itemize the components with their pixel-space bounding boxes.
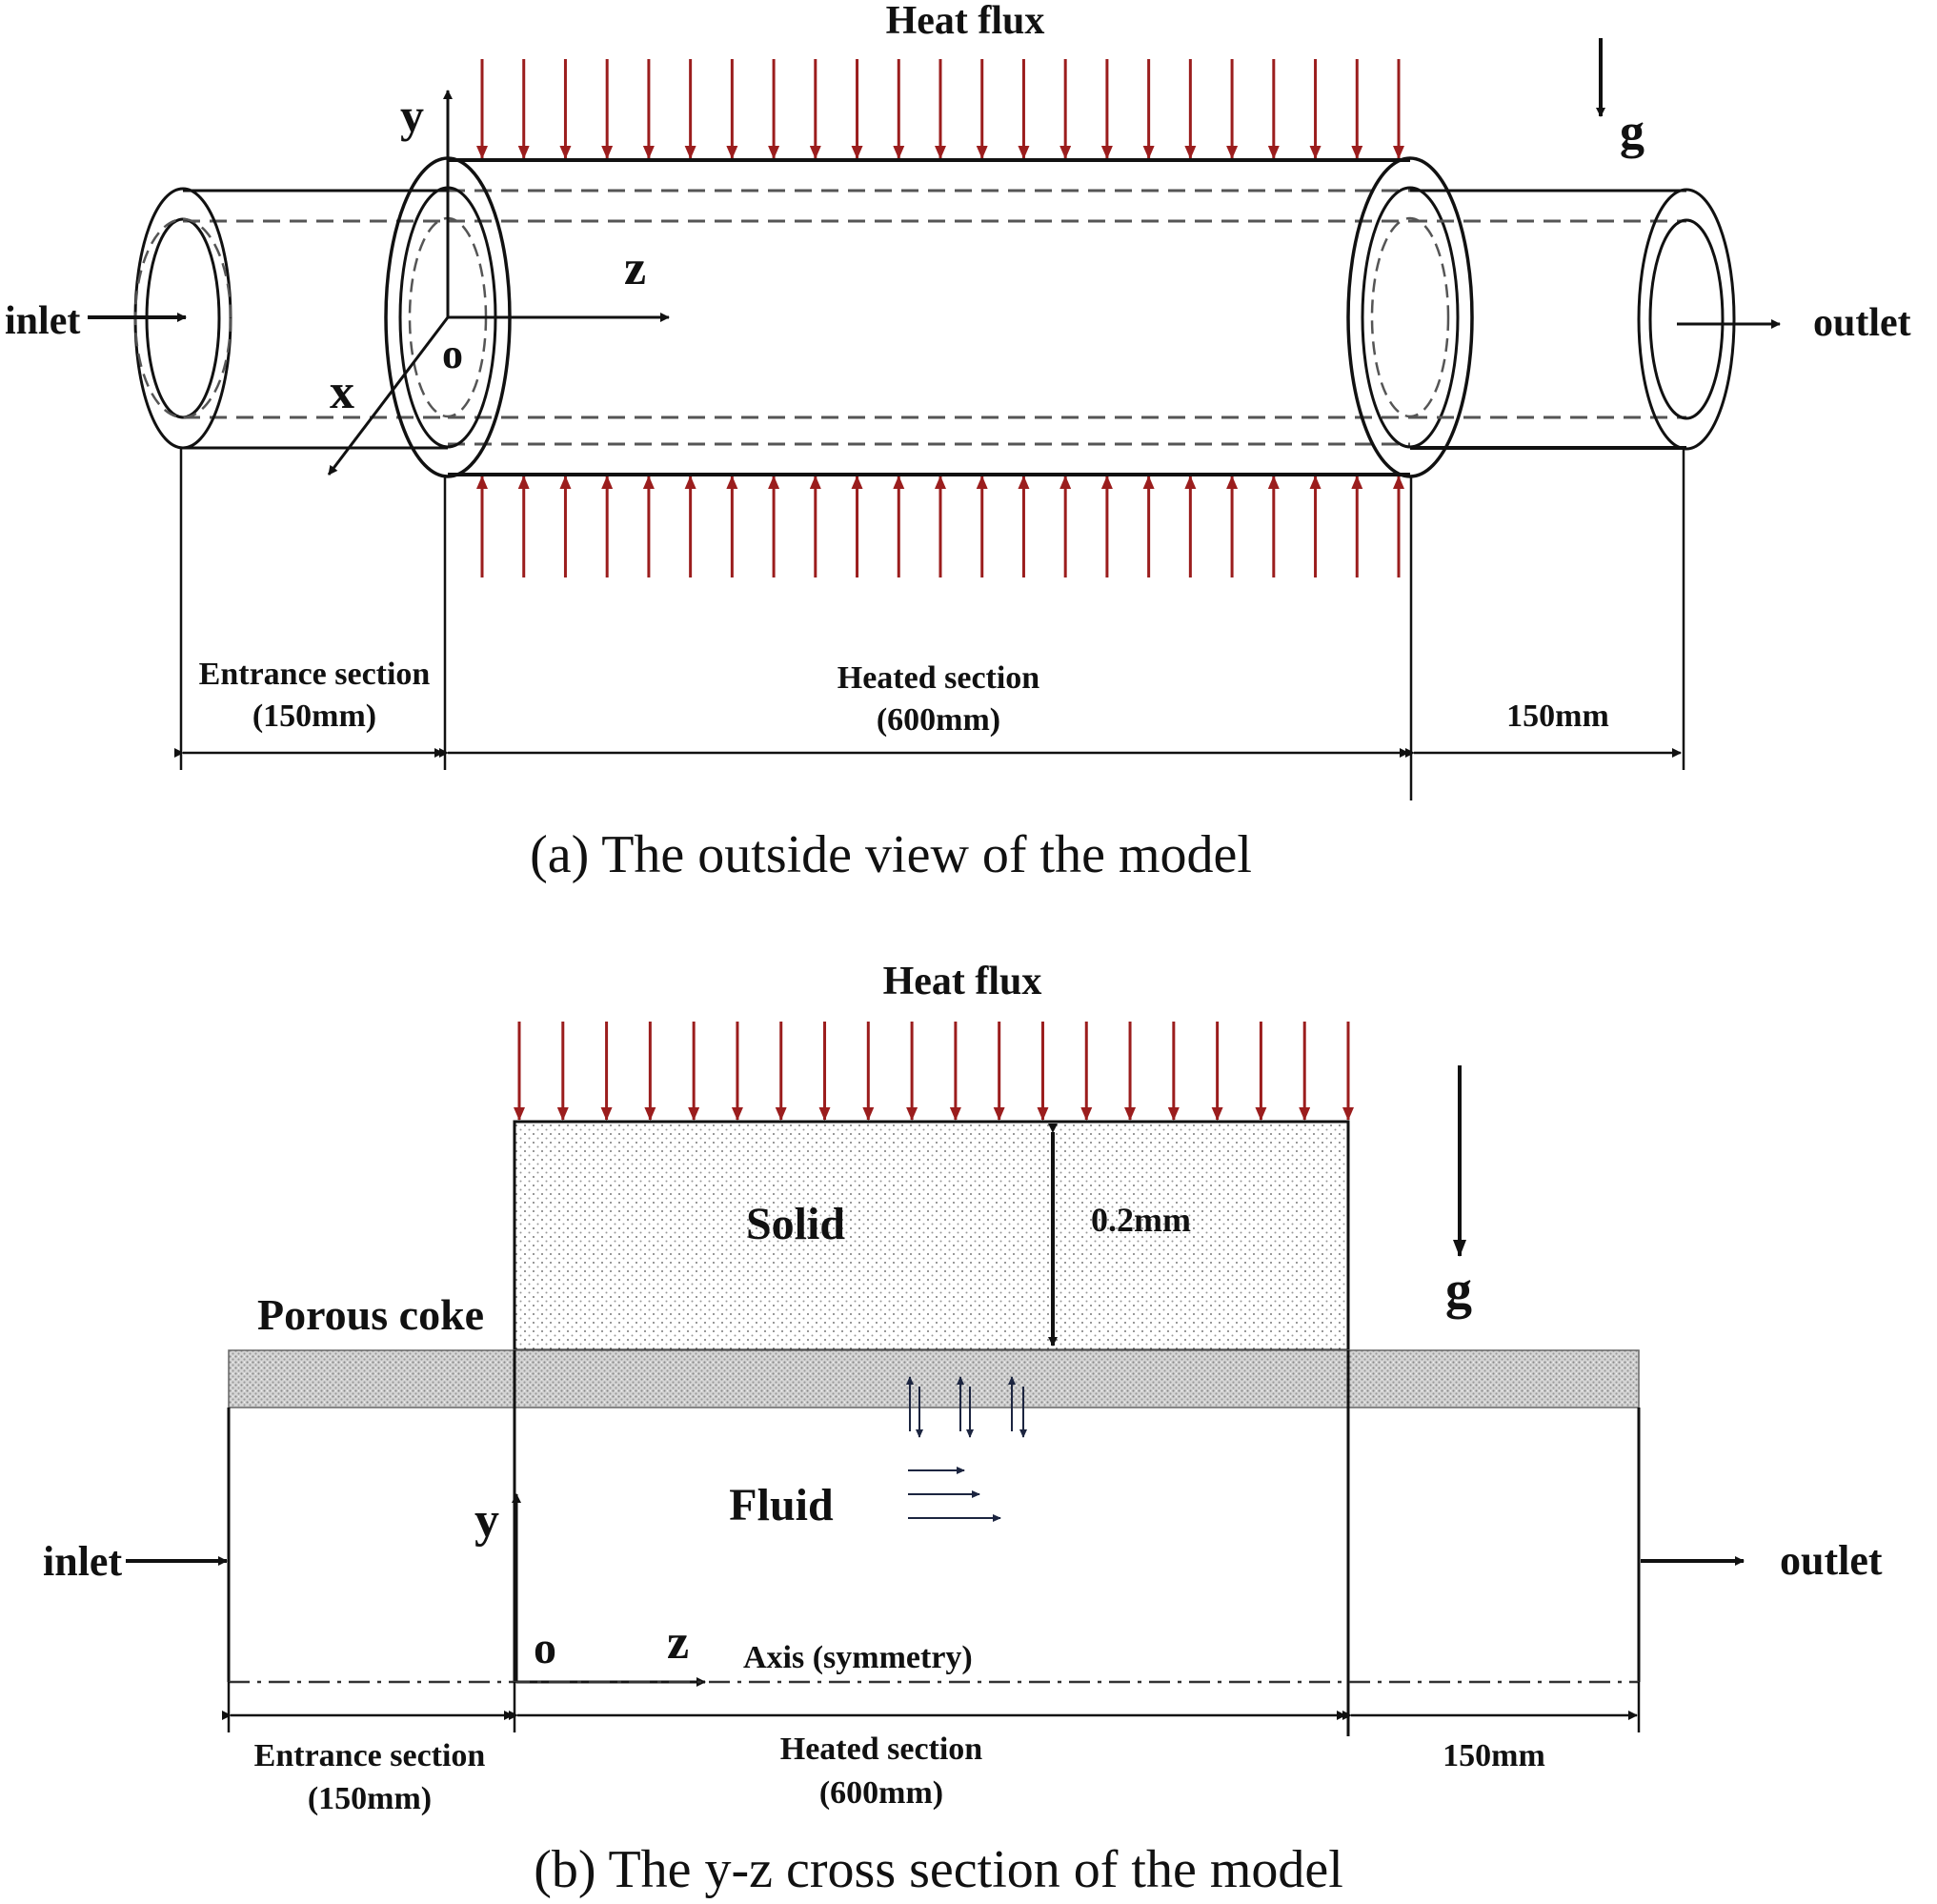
panel-b-entrance-section-label: Entrance section bbox=[254, 1738, 486, 1773]
panel-b-mass-transfer-arrows bbox=[906, 1376, 1027, 1522]
panel-b-dimensions bbox=[222, 1682, 1641, 1732]
panel-a-axis-z-label: z bbox=[624, 241, 646, 295]
panel-b-caption: (b) The y-z cross section of the model bbox=[534, 1840, 1343, 1899]
panel-a-heated-length-label: (600mm) bbox=[877, 702, 1000, 738]
panel-b-heat-flux-arrows bbox=[514, 1022, 1354, 1121]
panel-b-axis-symmetry-label: Axis (symmetry) bbox=[743, 1640, 973, 1675]
panel-b-solid-wall bbox=[513, 1120, 1350, 1352]
panel-a-heat-flux-arrows-bottom bbox=[476, 476, 1404, 577]
panel-a-axis-y-label: y bbox=[400, 89, 424, 142]
panel-a-heat-flux-arrows-top bbox=[476, 59, 1404, 159]
panel-a-gravity-label: g bbox=[1620, 105, 1644, 159]
panel-b-fluid-region bbox=[227, 1408, 1641, 1736]
panel-b-outlet-length-label: 150mm bbox=[1443, 1738, 1545, 1773]
panel-a-entrance-section-label: Entrance section bbox=[199, 657, 431, 692]
panel-a-dimensions bbox=[174, 448, 1685, 800]
panel-b-porous-coke-layer bbox=[228, 1349, 1640, 1408]
panel-b-heated-length-label: (600mm) bbox=[819, 1775, 943, 1811]
panel-b-solid-label: Solid bbox=[746, 1199, 845, 1249]
panel-b-coordinate-axes: y o z bbox=[474, 1493, 706, 1687]
panel-b-gravity-label: g bbox=[1445, 1261, 1472, 1320]
panel-b-fluid-label: Fluid bbox=[729, 1480, 834, 1530]
panel-b-outlet-label: outlet bbox=[1780, 1537, 1883, 1584]
panel-a-heat-flux-label: Heat flux bbox=[886, 0, 1045, 43]
panel-b-entrance-length-label: (150mm) bbox=[308, 1781, 432, 1816]
panel-a-heated-section-label: Heated section bbox=[837, 660, 1040, 696]
panel-a-inlet-label: inlet bbox=[5, 299, 80, 343]
panel-a-outlet-length-label: 150mm bbox=[1506, 699, 1609, 734]
panel-b-axis-z-label: z bbox=[667, 1615, 689, 1670]
panel-a-caption: (a) The outside view of the model bbox=[530, 825, 1252, 884]
panel-b-axis-y-label: y bbox=[474, 1493, 499, 1548]
panel-b-heat-flux-label: Heat flux bbox=[883, 960, 1042, 1003]
panel-a-origin-label: o bbox=[442, 331, 463, 377]
panel-a-outside-view: Heat flux g bbox=[5, 0, 1911, 884]
panel-b-cross-section: Heat flux Solid 0.2mm g Porous coke Flui… bbox=[43, 960, 1883, 1899]
panel-b-inlet-label: inlet bbox=[43, 1538, 122, 1585]
panel-a-axis-x-label: x bbox=[330, 365, 354, 419]
panel-a-heated-pipe bbox=[384, 156, 1474, 478]
panel-b-heated-section-label: Heated section bbox=[780, 1732, 983, 1767]
panel-a-entrance-length-label: (150mm) bbox=[252, 699, 376, 734]
panel-a-outlet-label: outlet bbox=[1813, 301, 1911, 345]
panel-a-outlet-pipe bbox=[1410, 188, 1736, 451]
panel-b-origin-label: o bbox=[534, 1623, 556, 1673]
panel-b-thickness-label: 0.2mm bbox=[1091, 1201, 1191, 1239]
panel-b-porous-coke-label: Porous coke bbox=[257, 1290, 484, 1339]
panel-a-coordinate-axes: y z x o bbox=[327, 89, 670, 476]
